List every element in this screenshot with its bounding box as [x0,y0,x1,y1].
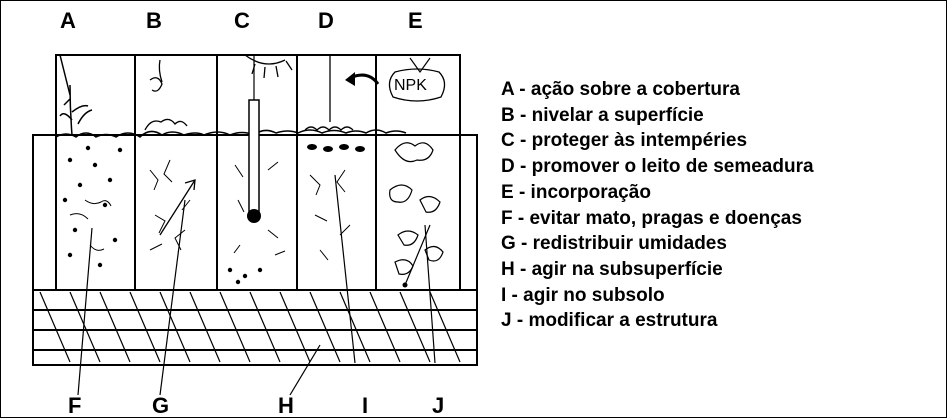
legend-item-e: E - incorporação [501,181,651,203]
column-a-plant [59,54,93,136]
label-b: B [146,8,162,33]
incorporation-arrow [345,72,380,86]
bottom-leader-lines [77,199,321,396]
legend-item-g: G - redistribuir umidades [501,233,727,255]
legend-item-d: D - promover o leito de semeadura [501,156,814,178]
column-d-roots [309,169,351,261]
label-d: D [318,8,334,33]
label-e: E [408,8,423,33]
legend-item-i: I - agir no subsolo [501,284,665,306]
npk-bag-icon: NPK [388,57,446,102]
legend-item-b: B - nivelar a superfície [501,104,704,126]
seedbed-seeds [307,144,365,152]
label-f: F [68,393,81,418]
legend-item-c: C - proteger às intempéries [501,130,748,152]
label-a: A [60,8,76,33]
bottom-labels: F G H I J [68,393,444,418]
thermometer-icon [247,55,261,223]
column-c-roots [233,161,286,256]
legend-item-h: H - agir na subsuperfície [501,258,723,280]
column-e-arrows [404,224,436,364]
column-a-dots [62,145,123,268]
sun-icon [244,54,293,79]
label-h: H [278,393,294,418]
column-b-arrows [159,179,196,236]
column-e-aggregates [389,142,444,275]
subsurface-hatching [39,291,461,363]
column-c-dots [227,267,263,285]
label-i: I [362,393,368,418]
top-labels: A B C D E [60,8,423,33]
legend-item-a: A - ação sobre a cobertura [501,79,740,100]
seedbed-clods [304,55,354,131]
label-c: C [234,8,250,33]
column-b-clods [144,59,188,131]
label-g: G [152,393,169,418]
legend-item-j: J - modificar a estrutura [501,310,718,332]
label-j: J [432,393,444,418]
legend: A - ação sobre a cobertura B - nivelar a… [501,77,814,334]
soil-surface [55,129,407,138]
legend-item-f: F - evitar mato, pragas e doenças [501,207,802,229]
npk-label: NPK [394,77,427,94]
